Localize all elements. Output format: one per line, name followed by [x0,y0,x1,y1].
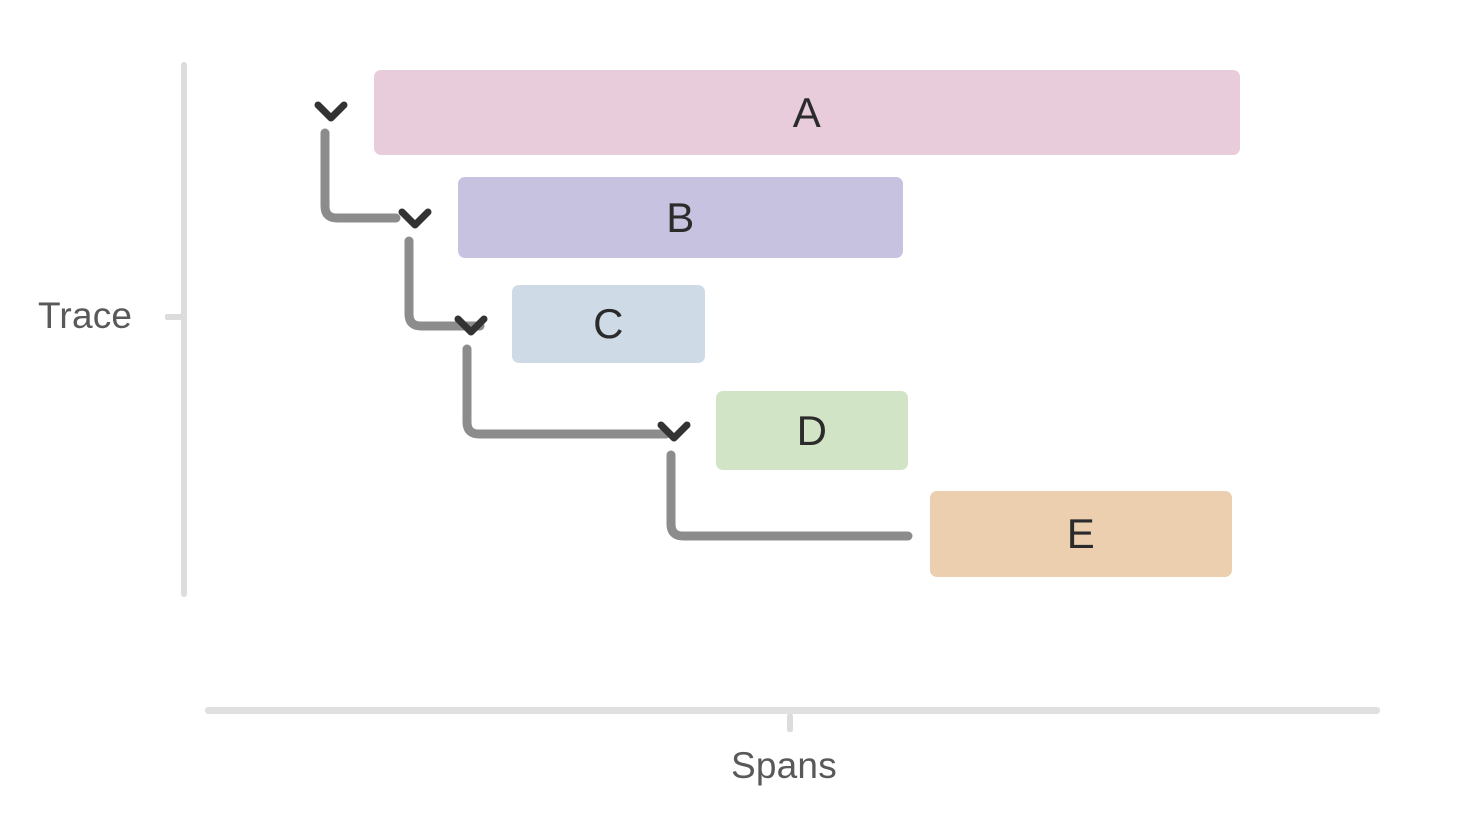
span-bar-label: E [1066,510,1096,557]
y-axis-line [181,62,187,597]
span-bar-b[interactable]: B [458,177,903,258]
y-axis-label: Trace [38,295,133,336]
chevron-down-icon-span-a[interactable] [308,88,354,134]
y-axis-tick [165,314,183,320]
span-bar-label: A [792,88,822,136]
span-bar-label: D [796,406,828,454]
span-bar-a[interactable]: A [374,70,1240,155]
chevron-down-icon-span-b[interactable] [392,195,438,241]
x-axis-label: Spans [731,745,837,786]
chevron-down-icon-span-d[interactable] [651,408,697,454]
span-bar-c[interactable]: C [512,285,705,363]
span-bar-e[interactable]: E [930,491,1232,577]
x-axis-line [205,707,1380,714]
x-axis-tick [787,714,793,732]
span-bar-label: C [593,300,624,347]
span-bar-label: B [666,193,695,241]
span-bar-d[interactable]: D [716,391,908,470]
chevron-down-icon-span-c[interactable] [448,302,494,348]
